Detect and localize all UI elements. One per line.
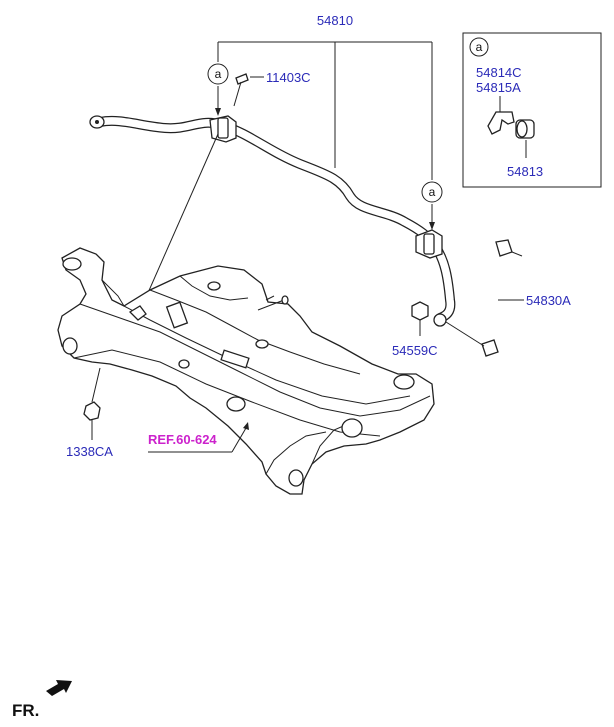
link-assembly-54830a: 54830A (433, 239, 571, 357)
label-54814c: 54814C (476, 65, 522, 80)
label-54813: 54813 (507, 164, 543, 179)
front-direction-arrow-icon (46, 680, 72, 696)
bushing-right (415, 229, 443, 259)
bolt-11403c: 11403C (233, 70, 311, 107)
detail-box: a 54814C 54815A 54813 (462, 32, 602, 188)
label-11403c: 11403C (266, 70, 311, 85)
label-54559c: 54559C (392, 343, 438, 358)
front-indicator-label: FR. (12, 701, 39, 720)
bushing-subframe-leader (135, 133, 219, 321)
bushing-left (209, 115, 237, 143)
detail-marker-right-text: a (429, 185, 436, 199)
front-indicator: FR. (12, 680, 72, 720)
stabilizer-bar-leaders (215, 41, 435, 230)
reference-callout: REF.60-624 (148, 422, 249, 453)
label-54815a: 54815A (476, 80, 521, 95)
detail-box-marker-text: a (476, 40, 483, 54)
detail-marker-left-text: a (215, 67, 222, 81)
detail-marker-left: a (207, 63, 229, 85)
label-54810: 54810 (317, 13, 353, 28)
label-1338ca: 1338CA (66, 444, 113, 459)
label-ref-60-624: REF.60-624 (148, 432, 217, 447)
nut-54559c: 54559C (392, 301, 438, 358)
label-54830a: 54830A (526, 293, 571, 308)
subframe (57, 247, 435, 495)
detail-marker-right: a (421, 181, 443, 203)
nut-1338ca: 1338CA (66, 367, 113, 459)
stabilizer-bar (89, 115, 456, 323)
